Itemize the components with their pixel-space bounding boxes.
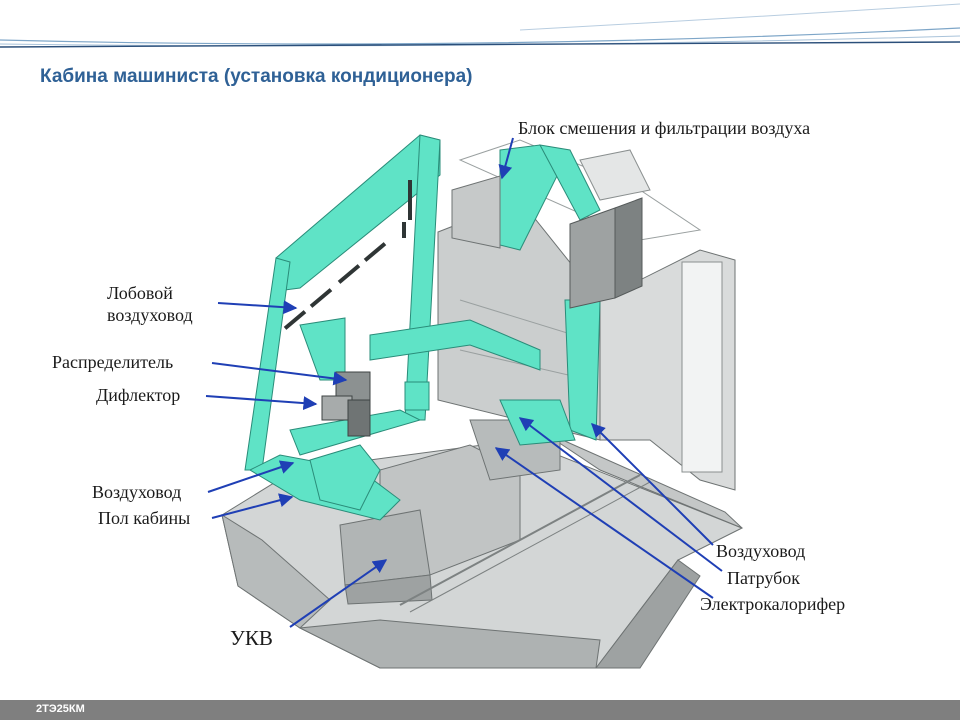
slide-title: Кабина машиниста (установка кондиционера… xyxy=(40,66,473,87)
header-decoration xyxy=(0,3,960,48)
callout-cabin-floor: Пол кабины xyxy=(98,508,191,528)
callout-deflector: Дифлектор xyxy=(96,385,181,405)
arrow-frontal-duct xyxy=(217,300,298,315)
arrow-deflector xyxy=(205,395,318,411)
callout-ukv: УКВ xyxy=(230,626,273,650)
callout-nozzle: Патрубок xyxy=(727,568,801,588)
callout-distributor: Распределитель xyxy=(52,352,174,372)
arrow-nozzle xyxy=(518,417,723,572)
callout-mixing-block: Блок смешения и фильтрации воздуха xyxy=(518,118,811,138)
callout-heater: Электрокалорифер xyxy=(700,594,846,614)
rear-wall xyxy=(437,139,736,491)
footer-bar: 2ТЭ25КМ xyxy=(0,700,960,720)
callout-arrows xyxy=(205,137,723,628)
mixing-boxes xyxy=(451,175,643,309)
arrow-mixing-block xyxy=(498,137,514,180)
console-units xyxy=(339,419,651,613)
arrow-floor-duct xyxy=(207,460,295,493)
arrow-distributor xyxy=(211,362,348,386)
callout-right-duct: Воздуховод xyxy=(716,541,806,561)
vent-grilles xyxy=(283,180,412,330)
callout-frontal-duct-line1: Лобовой xyxy=(107,283,173,303)
arrow-cabin-floor xyxy=(211,493,294,519)
callout-frontal-duct-line2: воздуховод xyxy=(107,304,193,325)
arrow-heater xyxy=(494,447,714,599)
arrow-right-duct xyxy=(591,423,714,546)
callout-frontal-duct: Лобовой воздуховод xyxy=(107,283,193,327)
footer-label: 2ТЭ25КМ xyxy=(36,703,85,715)
arrow-ukv xyxy=(289,559,388,628)
callout-floor-duct: Воздуховод xyxy=(92,482,182,502)
air-ducts xyxy=(244,134,601,521)
